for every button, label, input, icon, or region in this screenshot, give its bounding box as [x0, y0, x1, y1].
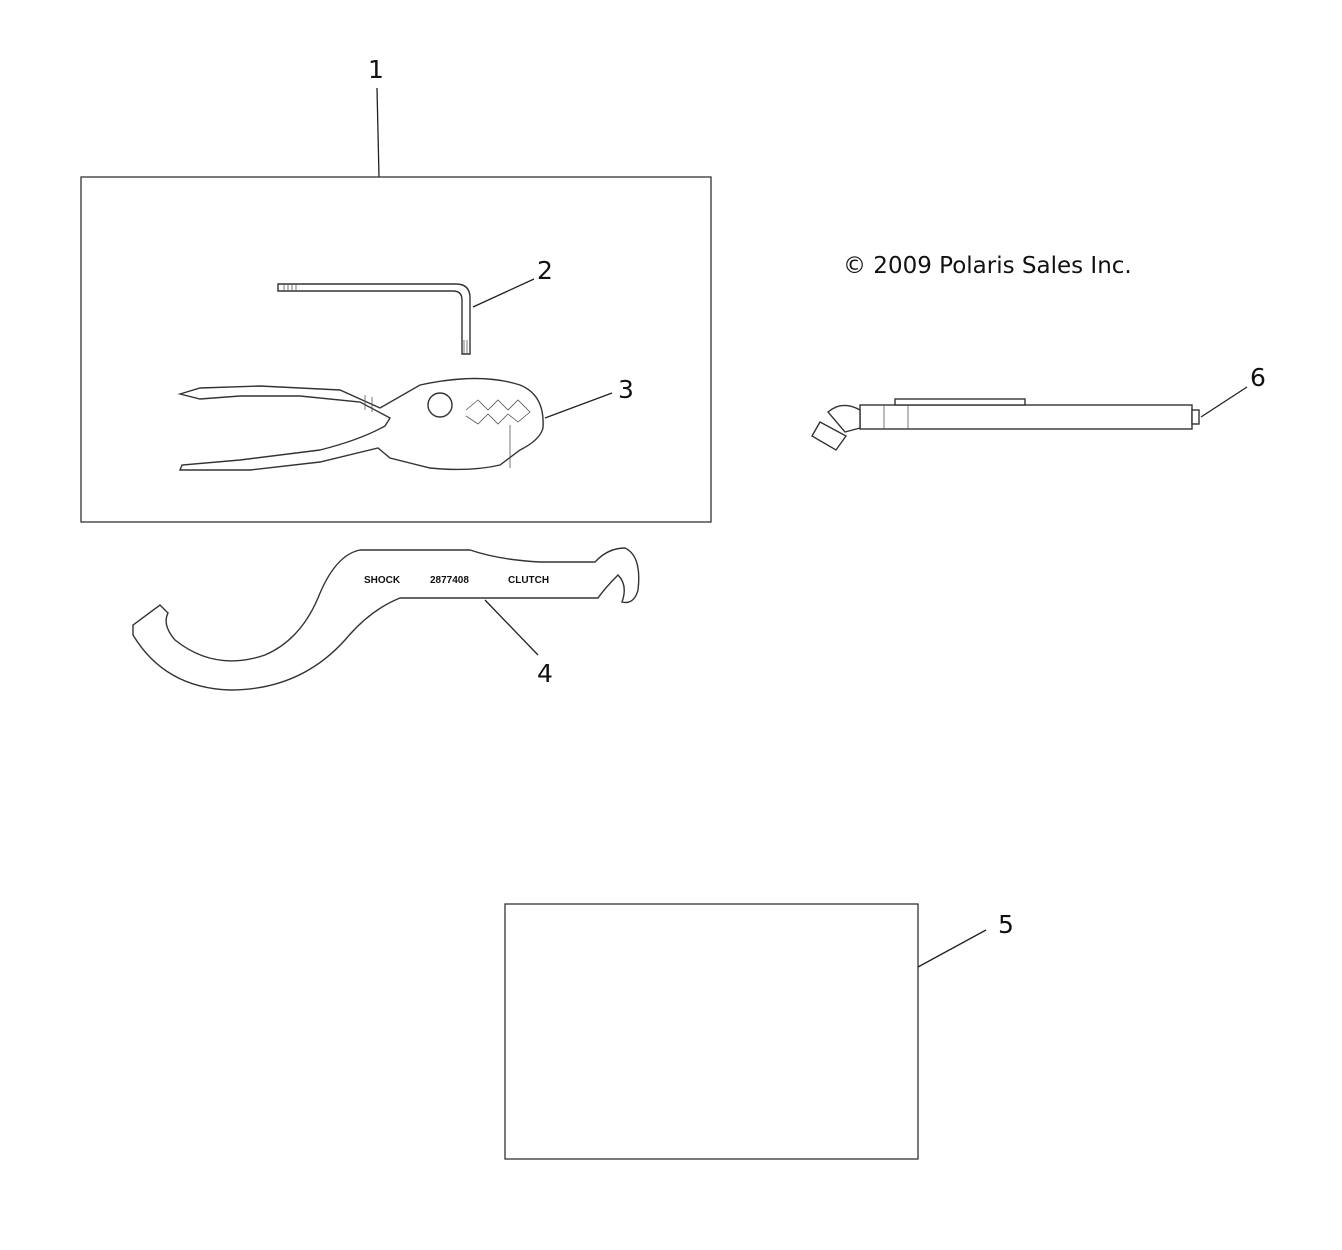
spanner-stamp-clutch: CLUTCH: [508, 575, 549, 586]
callout-4-label: 4: [537, 659, 553, 688]
callout-5-leader: [917, 929, 987, 968]
callout-4-leader: [484, 599, 539, 656]
spanner-stamp-shock: SHOCK: [364, 575, 401, 586]
copyright-notice: © 2009 Polaris Sales Inc.: [843, 253, 1132, 279]
callout-1-leader: [376, 87, 380, 178]
spanner-wrench: SHOCK 2877408 CLUTCH: [132, 547, 640, 691]
callout-3-label: 3: [618, 375, 634, 404]
callout-6-leader: [1200, 386, 1248, 418]
callout-5-label: 5: [998, 910, 1014, 939]
callout-1-label: 1: [368, 55, 384, 84]
tire-gauge: [811, 398, 1200, 451]
hex-key: [277, 283, 471, 355]
pliers: [177, 377, 544, 471]
callout-6-label: 6: [1250, 363, 1266, 392]
callout-3-leader: [544, 392, 613, 419]
spanner-stamp-part-number: 2877408: [430, 575, 469, 586]
callout-2-leader: [472, 278, 535, 308]
tool-kit-box: [80, 176, 712, 523]
manual-box: [504, 903, 919, 1160]
callout-2-label: 2: [537, 256, 553, 285]
